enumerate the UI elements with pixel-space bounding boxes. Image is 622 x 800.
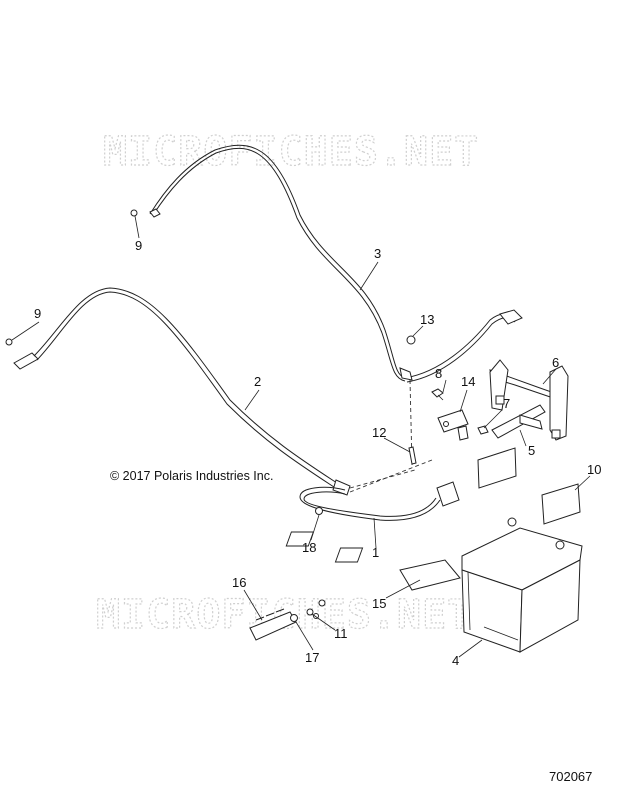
- part-8-bolt: [431, 388, 444, 401]
- document-number: 702067: [549, 769, 592, 784]
- part-11-nut-a: [306, 608, 314, 616]
- callout-10: 10: [587, 462, 601, 477]
- callout-15: 15: [372, 596, 386, 611]
- part-14-bracket: [437, 409, 469, 441]
- callout-1: 1: [372, 545, 379, 560]
- assembly-line-2: [349, 459, 433, 493]
- part-11-nut-b: [318, 599, 326, 607]
- watermark-top: MICROFICHES.NET: [103, 129, 479, 175]
- cable-1: [299, 481, 460, 521]
- part-17-nut: [290, 614, 298, 622]
- callout-3: 3: [374, 246, 381, 261]
- callout-6: 6: [552, 355, 559, 370]
- callout-9-left: 9: [34, 306, 41, 321]
- callout-4: 4: [452, 653, 459, 668]
- part-10-label: [541, 483, 581, 525]
- part-6-strap: [489, 359, 569, 441]
- part-18-nut: [315, 507, 323, 515]
- part-9-nut-left: [5, 338, 13, 346]
- callout-18: 18: [302, 540, 316, 555]
- part-7-bolt: [477, 425, 489, 435]
- part-12-clip: [408, 446, 417, 465]
- part-9-nut-upper: [130, 209, 138, 217]
- cable-3: [149, 144, 523, 383]
- label-pad: [477, 447, 517, 489]
- callout-17: 17: [305, 650, 319, 665]
- callout-14: 14: [461, 374, 475, 389]
- callout-11: 11: [334, 626, 348, 641]
- callout-5: 5: [528, 443, 535, 458]
- callout-13: 13: [420, 312, 434, 327]
- part-5-bracket: [491, 404, 546, 439]
- callout-8: 8: [435, 366, 442, 381]
- assembly-line-1: [349, 469, 416, 489]
- callout-12: 12: [372, 425, 386, 440]
- callout-2: 2: [254, 374, 261, 389]
- callout-16: 16: [232, 575, 246, 590]
- callout-9-upper: 9: [135, 238, 142, 253]
- cable-2: [13, 287, 351, 496]
- part-4-battery: [285, 517, 583, 653]
- part-13-nut: [406, 335, 416, 345]
- callout-7: 7: [503, 396, 510, 411]
- copyright-notice: © 2017 Polaris Industries Inc.: [110, 469, 273, 483]
- leader-lines: [11, 215, 591, 658]
